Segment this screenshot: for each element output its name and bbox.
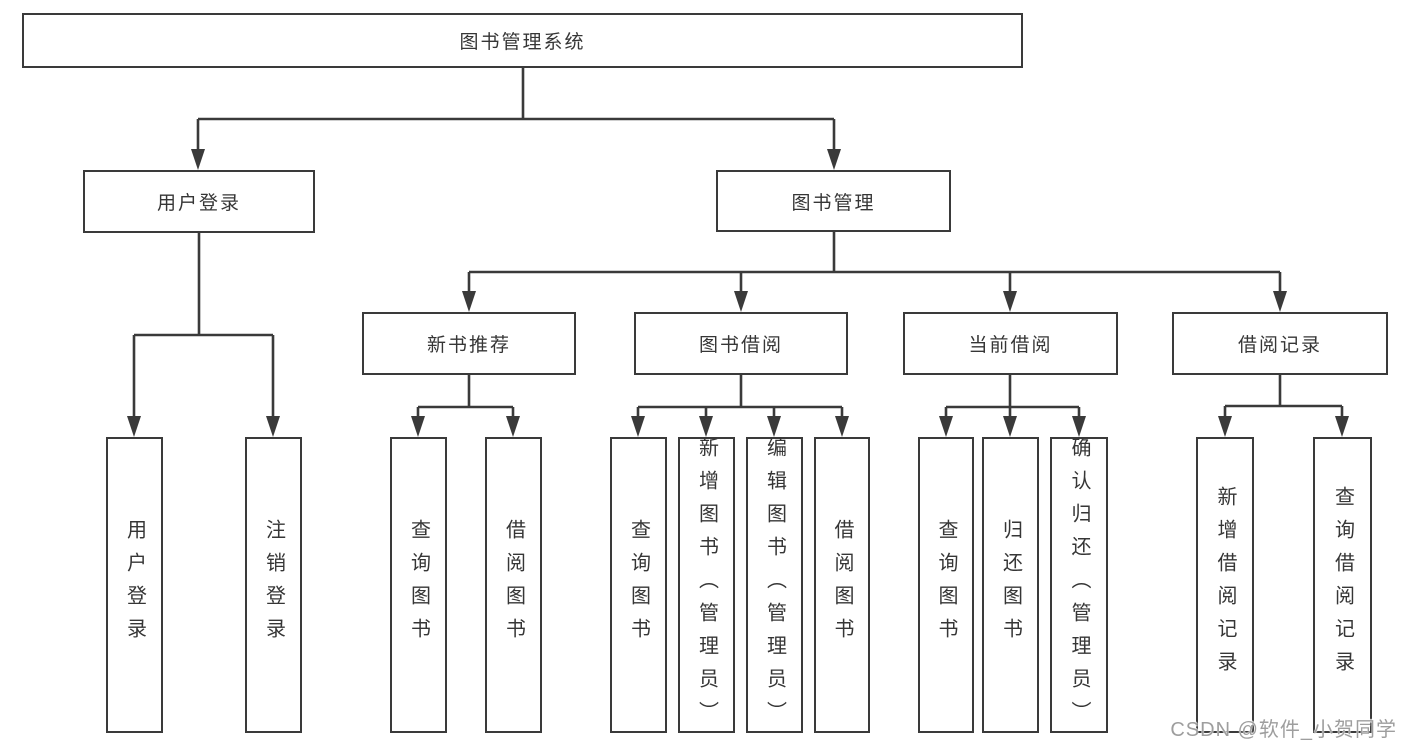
leaf-query-books-borrow: 查询图书 [610, 437, 667, 733]
leaf-add-borrow-record-label: 新增借阅记录 [1214, 486, 1236, 684]
leaf-add-borrow-record: 新增借阅记录 [1196, 437, 1254, 733]
leaf-query-books-current-label: 查询图书 [935, 519, 957, 651]
leaf-borrow-books-label: 借阅图书 [831, 519, 853, 651]
leaf-edit-book-admin-label: 编辑图书（管理员） [763, 436, 786, 734]
leaf-query-books-borrow-label: 查询图书 [627, 519, 650, 651]
csdn-watermark: CSDN @软件_小贺同学 [1170, 719, 1397, 741]
node-borrow-records: 借阅记录 [1172, 312, 1388, 375]
leaf-add-book-admin: 新增图书（管理员） [678, 436, 735, 734]
node-current-borrow-label: 当前借阅 [968, 335, 1053, 356]
leaf-edit-book-admin: 编辑图书（管理员） [746, 436, 803, 734]
node-new-book-recommend: 新书推荐 [362, 312, 576, 375]
leaf-confirm-return-admin-label: 确认归还（管理员） [1068, 436, 1090, 734]
leaf-query-borrow-record-label: 查询借阅记录 [1331, 486, 1354, 684]
node-current-borrow: 当前借阅 [903, 312, 1118, 375]
leaf-query-books-recommend: 查询图书 [390, 437, 447, 733]
node-book-management: 图书管理 [716, 170, 951, 232]
leaf-query-books-recommend-label: 查询图书 [407, 519, 430, 651]
leaf-confirm-return-admin: 确认归还（管理员） [1050, 436, 1108, 734]
node-user-login-label: 用户登录 [156, 193, 241, 214]
node-root-label: 图书管理系统 [459, 32, 586, 53]
node-borrow-records-label: 借阅记录 [1237, 335, 1322, 356]
arrowheads [127, 149, 1349, 437]
leaf-return-book: 归还图书 [982, 437, 1039, 733]
node-user-login: 用户登录 [83, 170, 315, 233]
leaf-borrow-books-recommend: 借阅图书 [485, 437, 542, 733]
node-new-book-recommend-label: 新书推荐 [426, 335, 511, 356]
leaf-borrow-books: 借阅图书 [814, 437, 870, 733]
leaf-user-login-label: 用户登录 [123, 519, 146, 651]
leaf-borrow-books-recommend-label: 借阅图书 [502, 519, 525, 651]
node-book-management-label: 图书管理 [791, 192, 876, 214]
node-book-borrow-label: 图书借阅 [698, 335, 783, 356]
leaf-query-books-current: 查询图书 [918, 437, 974, 733]
node-book-borrow: 图书借阅 [634, 312, 848, 375]
leaf-return-book-label: 归还图书 [999, 519, 1022, 651]
leaf-logout-label: 注销登录 [262, 519, 285, 651]
leaf-user-login: 用户登录 [106, 437, 163, 733]
leaf-logout: 注销登录 [245, 437, 302, 733]
leaf-query-borrow-record: 查询借阅记录 [1313, 437, 1372, 733]
leaf-add-book-admin-label: 新增图书（管理员） [695, 436, 718, 734]
node-root: 图书管理系统 [22, 13, 1023, 68]
